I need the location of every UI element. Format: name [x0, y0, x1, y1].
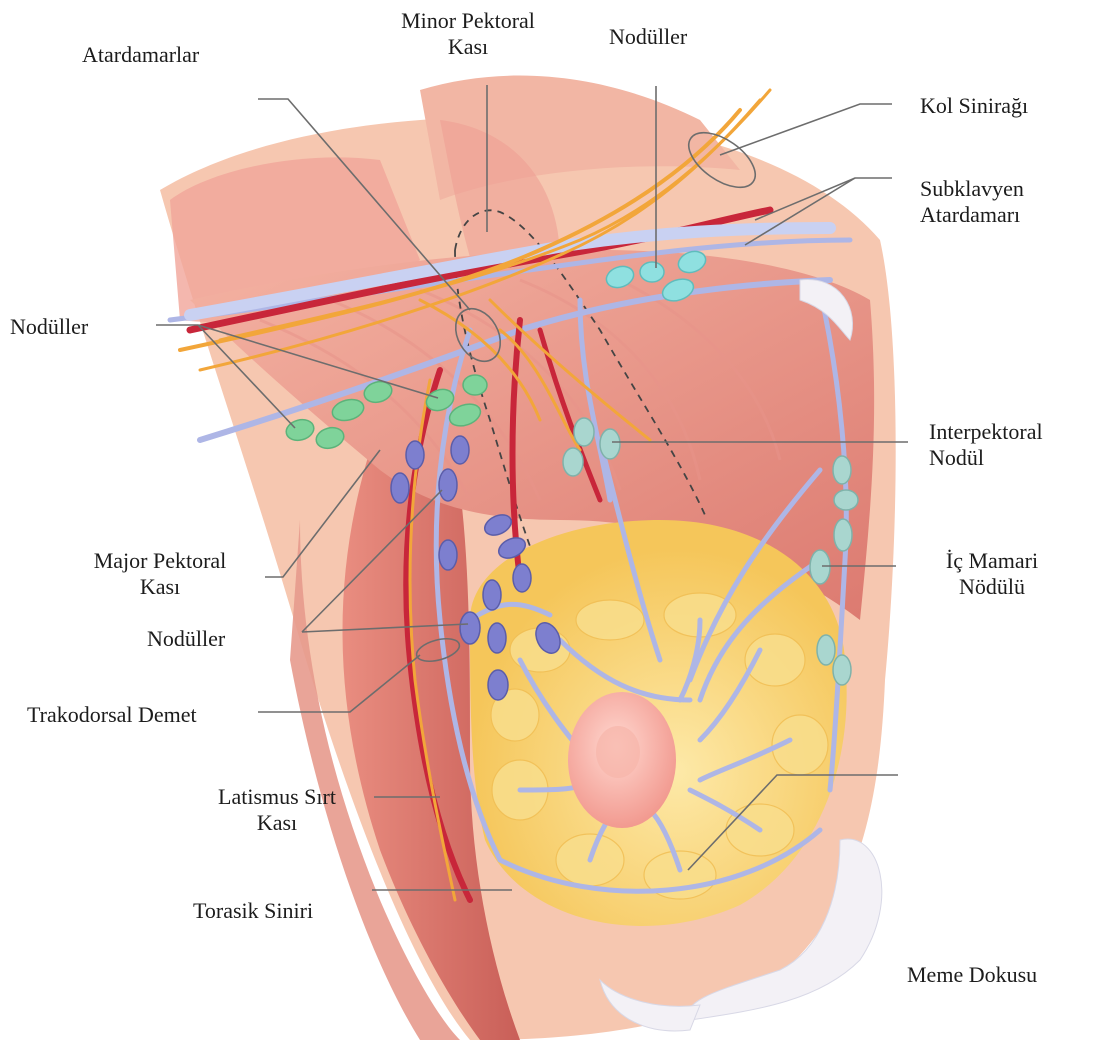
label-noduller-top: Nodüller — [609, 24, 687, 50]
label-latismus-line1: Latismus Sırt — [188, 784, 366, 810]
label-trakodorsal: Trakodorsal Demet — [27, 702, 197, 728]
label-subklavyen-line2: Atardamarı — [920, 202, 1024, 228]
label-minor-pektoral-line1: Minor Pektoral — [377, 8, 559, 34]
label-major-pektoral-line2: Kası — [68, 574, 252, 600]
label-interpektoral: Interpektoral Nodül — [929, 419, 1043, 471]
label-latismus-line2: Kası — [188, 810, 366, 836]
label-noduller-mid: Nodüller — [147, 626, 225, 652]
label-interpektoral-line2: Nodül — [929, 445, 1043, 471]
label-major-pektoral-line1: Major Pektoral — [68, 548, 252, 574]
label-kol-siniragi: Kol Sinirağı — [920, 93, 1028, 119]
label-atardamarlar: Atardamarlar — [82, 42, 199, 68]
label-meme-dokusu: Meme Dokusu — [907, 962, 1037, 988]
label-subklavyen-line1: Subklavyen — [920, 176, 1024, 202]
label-minor-pektoral: Minor Pektoral Kası — [377, 8, 559, 60]
label-torasik: Torasik Siniri — [193, 898, 313, 924]
label-minor-pektoral-line2: Kası — [377, 34, 559, 60]
label-major-pektoral: Major Pektoral Kası — [68, 548, 252, 600]
label-noduller-left: Nodüller — [10, 314, 88, 340]
nipple — [568, 692, 676, 828]
label-ic-mamari-line2: Nödülü — [918, 574, 1066, 600]
label-subklavyen: Subklavyen Atardamarı — [920, 176, 1024, 228]
label-interpektoral-line1: Interpektoral — [929, 419, 1043, 445]
label-ic-mamari-line1: İç Mamari — [918, 548, 1066, 574]
label-ic-mamari: İç Mamari Nödülü — [918, 548, 1066, 600]
label-latismus: Latismus Sırt Kası — [188, 784, 366, 836]
